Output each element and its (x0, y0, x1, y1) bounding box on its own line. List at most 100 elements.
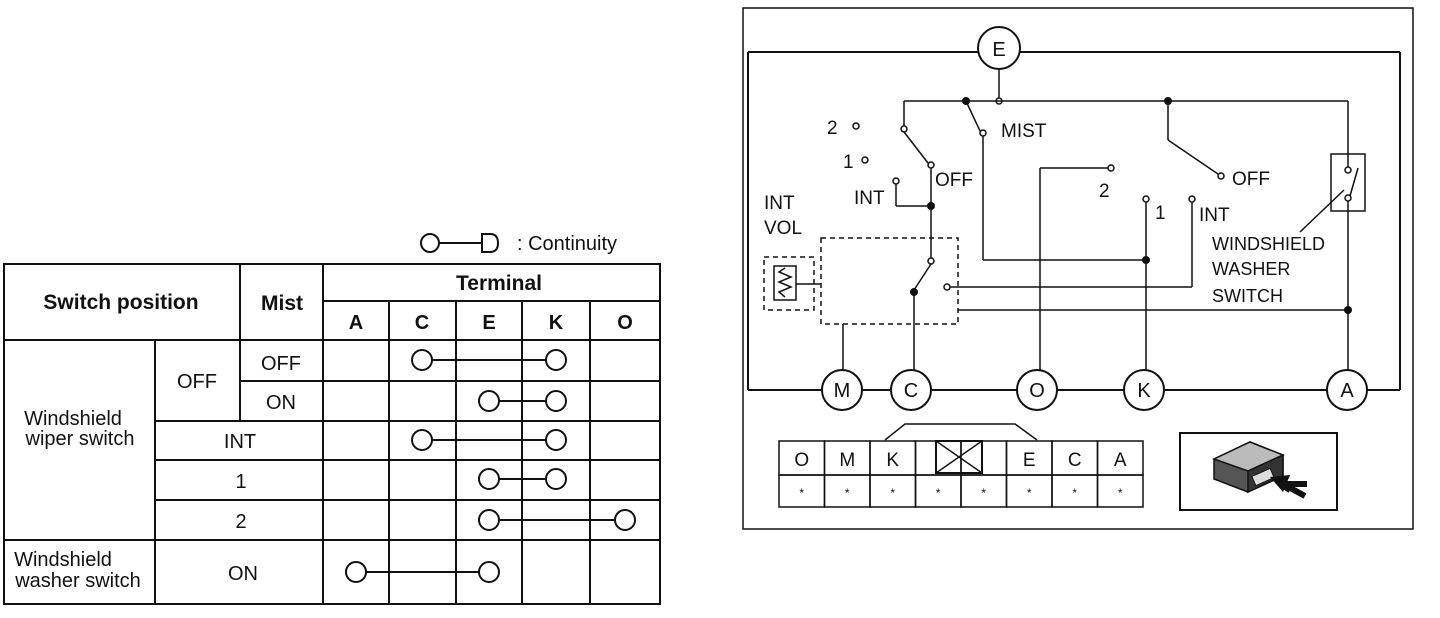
connector-pin-label: O (794, 450, 809, 471)
label-mist: MIST (1001, 121, 1047, 142)
terminal-label: M (834, 380, 851, 402)
terminal-header-e: E (482, 312, 495, 334)
row-position-int: INT (224, 431, 256, 453)
terminal-circle (1123, 369, 1165, 411)
header-switch-position: Switch position (43, 291, 198, 314)
label-two: 2 (1099, 181, 1110, 202)
label-off-right: OFF (1232, 169, 1270, 190)
group-washer-line2: washer switch (14, 570, 141, 592)
terminal-c: C (890, 369, 932, 411)
connector-pin-mark: * (799, 486, 804, 500)
label-pos2: 2 (827, 118, 838, 139)
label-pos1: 1 (843, 152, 854, 173)
label-one: 1 (1155, 203, 1166, 224)
connector-pin-mark: * (845, 486, 850, 500)
terminal-circle (890, 369, 932, 411)
continuity-table: Switch position Mist Terminal A C E K O Wind… (3, 263, 661, 605)
continuity-start-circle (478, 509, 500, 531)
terminal-header-a: A (349, 312, 363, 334)
label-washer-2: WASHER (1212, 259, 1290, 279)
continuity-row-3 (411, 429, 567, 451)
row-position-washer-on: ON (228, 563, 258, 585)
continuity-end-circle (545, 429, 567, 451)
continuity-end-circle (614, 509, 636, 531)
label-off-left: OFF (935, 170, 973, 191)
continuity-end-circle (545, 390, 567, 412)
connector-view-icon (1179, 432, 1338, 511)
continuity-row-5 (478, 509, 636, 531)
connector-pin-mark: * (1027, 486, 1032, 500)
continuity-start-circle (411, 349, 433, 371)
terminal-header-o: O (617, 312, 633, 334)
continuity-row-6 (345, 561, 500, 583)
connector-pin-mark: * (890, 486, 895, 500)
terminal-k: K (1123, 369, 1165, 411)
continuity-legend: : Continuity (420, 233, 617, 255)
connector-pin-mark: * (1072, 486, 1077, 500)
row-mist-off: OFF (261, 353, 301, 375)
connector-pin-label: E (1023, 450, 1036, 471)
terminal-circle (821, 369, 863, 411)
continuity-start-circle (478, 468, 500, 490)
table-border (3, 263, 661, 605)
continuity-end-circle (545, 349, 567, 371)
int-vol-resistor-icon (777, 267, 793, 298)
wiring-schematic: E (742, 7, 1414, 530)
continuity-row-2 (478, 390, 567, 412)
legend-open-circle (420, 233, 440, 253)
continuity-row-1 (411, 349, 567, 371)
arrow-head-icon (1270, 475, 1290, 492)
terminal-circle (1016, 369, 1058, 411)
continuity-row-4 (478, 468, 567, 490)
terminal-header-c: C (415, 312, 429, 334)
group-wiper-line2: wiper switch (25, 428, 135, 450)
connector-view-frame (1179, 432, 1338, 511)
continuity-marks (345, 349, 636, 583)
group-wiper-label: Windshield wiper switch (24, 408, 134, 450)
row-position-1: 1 (235, 471, 246, 493)
continuity-start-circle (345, 561, 367, 583)
connector-cell-bottom (1096, 474, 1144, 508)
terminal-a: A (1326, 369, 1368, 411)
group-wiper-line1: Windshield (24, 408, 122, 430)
label-int-right: INT (1199, 205, 1230, 226)
row-position-off: OFF (177, 371, 217, 393)
connector-pin-label: M (839, 450, 855, 471)
continuity-end-circle (478, 561, 500, 583)
int-vol-resistor-body (773, 265, 797, 301)
legend-end-shape (481, 233, 500, 253)
continuity-start-circle (411, 429, 433, 451)
header-terminal: Terminal (456, 272, 542, 295)
continuity-end-circle (545, 468, 567, 490)
washer-switch-body (1330, 153, 1366, 212)
connector-cell-top (914, 440, 962, 476)
terminal-label: A (1340, 380, 1354, 402)
terminal-e-label: E (992, 39, 1005, 61)
terminal-label: O (1029, 380, 1045, 402)
int-module-box (820, 237, 959, 325)
connector-pin-mark: * (981, 486, 986, 500)
connector-pin-label: C (1068, 450, 1082, 471)
group-washer-line1: Windshield (14, 549, 112, 571)
label-int-vol-1: INT (764, 193, 795, 214)
label-washer-3: SWITCH (1212, 286, 1283, 306)
header-mist: Mist (261, 292, 303, 315)
connector-pin-mark: * (936, 486, 941, 500)
continuity-start-circle (478, 390, 500, 412)
row-mist-on: ON (266, 392, 296, 414)
terminal-circle (1326, 369, 1368, 411)
connector-pin-label: K (886, 450, 899, 471)
label-int-vol-2: VOL (764, 218, 802, 239)
row-position-2: 2 (235, 511, 246, 533)
connector-cell-top (960, 440, 1008, 476)
terminal-e: E (977, 26, 1021, 70)
terminal-header-k: K (549, 312, 564, 334)
connector-latch-outline (884, 423, 1038, 441)
label-int-left: INT (854, 188, 885, 209)
legend-label: : Continuity (517, 233, 617, 255)
